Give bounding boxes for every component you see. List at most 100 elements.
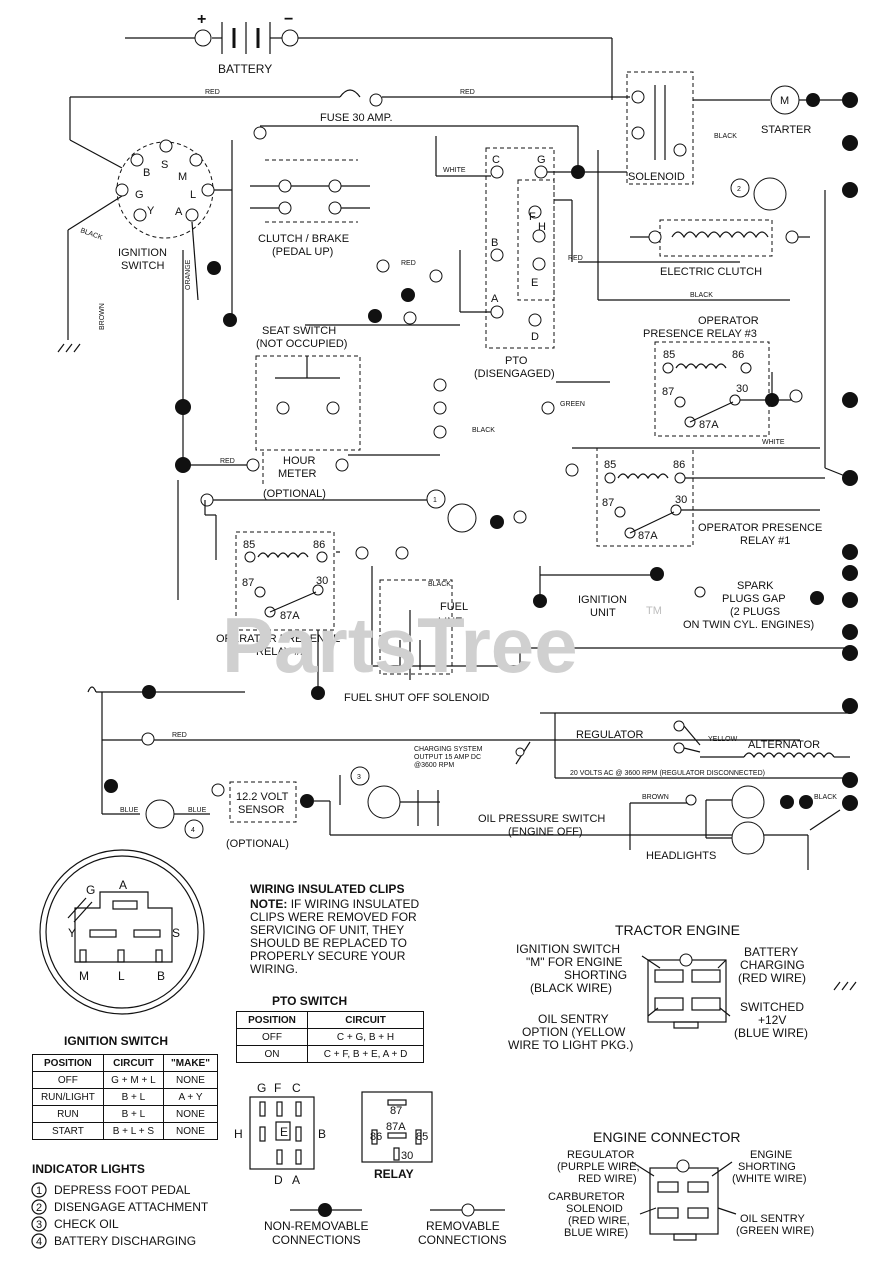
legend-removable-1: REMOVABLE xyxy=(426,1219,500,1233)
ign-letter-s: S xyxy=(161,159,168,171)
opr1-pin-85: 85 xyxy=(604,459,616,471)
ign-letter-m: M xyxy=(178,171,187,183)
spark-label-3: (2 PLUGS xyxy=(730,606,780,618)
cell: ON xyxy=(235,1045,309,1063)
ign-diag-a: A xyxy=(119,878,127,892)
wire-blue1: BLUE xyxy=(120,807,139,814)
alt-note: 20 VOLTS AC @ 3600 RPM (REGULATOR DISCON… xyxy=(570,770,765,777)
charging-note-3: @3600 RPM xyxy=(414,762,454,769)
wire-white2: WHITE xyxy=(762,439,785,446)
wire-red3: RED xyxy=(568,255,583,262)
te-oil-2: OPTION (YELLOW xyxy=(522,1025,626,1039)
indicator-item-1-num: 1 xyxy=(36,1185,42,1197)
clutch-label-1: CLUTCH / BRAKE xyxy=(258,233,349,245)
cell: RUN xyxy=(32,1105,104,1123)
charging-note-1: CHARGING SYSTEM xyxy=(414,746,483,753)
pto-pin-f: F xyxy=(274,1081,281,1095)
indicator-2-num: 2 xyxy=(737,186,741,193)
ign-diag-y: Y xyxy=(68,926,76,940)
ec-carb-4: BLUE WIRE) xyxy=(564,1227,628,1239)
ign-diag-s: S xyxy=(172,926,180,940)
opr2-pin-86: 86 xyxy=(313,539,325,551)
wire-red5: RED xyxy=(172,732,187,739)
te-batt-2: CHARGING xyxy=(740,958,805,972)
cell: G + M + L xyxy=(102,1071,165,1089)
right-edge-dots xyxy=(824,135,858,811)
indicator-3-num: 3 xyxy=(357,774,361,781)
cell: A + Y xyxy=(163,1088,218,1106)
cell: NONE xyxy=(163,1071,218,1089)
wire-black3: BLACK xyxy=(472,427,495,434)
te-oil-1: OIL SENTRY xyxy=(538,1012,609,1026)
opr1-label-2: RELAY #1 xyxy=(740,535,790,547)
tractor-engine-connector: TRACTOR ENGINE IGNITION SWITCH "M" FOR E… xyxy=(508,922,857,1052)
wire-red-top2: RED xyxy=(460,89,475,96)
indicator-item-3-text: CHECK OIL xyxy=(54,1217,119,1231)
watermark: PartsTree TM xyxy=(222,601,662,689)
battery: + − BATTERY xyxy=(125,11,613,100)
cell: C + G, B + H xyxy=(307,1028,424,1046)
connection-legend: NON-REMOVABLE CONNECTIONS REMOVABLE CONN… xyxy=(264,1203,507,1247)
indicator-title: INDICATOR LIGHTS xyxy=(32,1162,145,1176)
cell: C + F, B + E, A + D xyxy=(307,1045,424,1063)
pto-label-2: (DISENGAGED) xyxy=(474,368,555,380)
legend-nonremovable-1: NON-REMOVABLE xyxy=(264,1219,368,1233)
pto-switch: C G F H B E A D PTO (DISENGAGED) WHITE R… xyxy=(368,136,578,380)
wire-red4: RED xyxy=(220,458,235,465)
table-row: RUN/LIGHT B + L A + Y xyxy=(32,1088,218,1106)
table-row: ON C + F, B + E, A + D xyxy=(235,1045,424,1063)
ign-switch-diagram: G A Y S M L B xyxy=(39,849,205,1015)
ign-th-make: "MAKE" xyxy=(163,1054,218,1072)
opr3-label-1: OPERATOR xyxy=(698,315,759,327)
headlights-label: HEADLIGHTS xyxy=(646,850,716,862)
te-ign-1: IGNITION SWITCH xyxy=(516,942,620,956)
volt-sensor-label-3: (OPTIONAL) xyxy=(226,838,289,850)
pto-pin-b: B xyxy=(318,1127,326,1141)
ec-reg-1: REGULATOR xyxy=(567,1149,634,1161)
opr1-pin-86: 86 xyxy=(673,459,685,471)
indicator-lights: INDICATOR LIGHTS 1 DEPRESS FOOT PEDAL 2 … xyxy=(31,1162,209,1249)
fuel-line-label-1: FUEL xyxy=(440,601,468,613)
te-sw12-2: +12V xyxy=(758,1013,786,1027)
table-row: OFF G + M + L NONE xyxy=(32,1071,218,1089)
operator-presence-relay-1: 85 86 87 30 87A OPERATOR PRESENCE RELAY … xyxy=(565,439,825,547)
pto-letter-b: B xyxy=(491,237,498,249)
operator-presence-relay-2: 85 86 87 30 87A OPERATOR PRESENCE RELAY … xyxy=(177,480,409,700)
hour-meter-label-2: METER xyxy=(278,468,317,480)
spark-label-2: PLUGS GAP xyxy=(722,593,786,605)
te-oil-3: WIRE TO LIGHT PKG.) xyxy=(508,1038,633,1052)
pto-letter-d: D xyxy=(531,331,539,343)
fuel-line-label-2: LINE xyxy=(438,616,462,628)
ign-letter-a: A xyxy=(175,206,183,218)
cell: OFF xyxy=(235,1028,309,1046)
cell: NONE xyxy=(163,1122,218,1140)
wire-brown2: BROWN xyxy=(642,794,669,801)
pto-table-caption: PTO SWITCH xyxy=(272,994,348,1008)
pto-letter-g: G xyxy=(537,154,546,166)
hour-meter-label-1: HOUR xyxy=(283,455,315,467)
watermark-tm: TM xyxy=(646,605,662,617)
pto-letter-h: H xyxy=(538,221,546,233)
ign-letter-l: L xyxy=(190,189,196,201)
oil-headlights: OIL PRESSURE SWITCH (ENGINE OFF) BROWN B… xyxy=(478,785,841,862)
engine-connector-title: ENGINE CONNECTOR xyxy=(593,1129,741,1145)
ec-oil-1: OIL SENTRY xyxy=(740,1213,805,1225)
indicator-item-2-text: DISENGAGE ATTACHMENT xyxy=(54,1200,209,1214)
te-sw12-3: (BLUE WIRE) xyxy=(734,1026,808,1040)
pto-pin-h: H xyxy=(234,1127,243,1141)
indicator-item-2-num: 2 xyxy=(36,1202,42,1214)
ign-letter-g: G xyxy=(135,189,144,201)
table-row: RUN B + L NONE xyxy=(32,1105,218,1123)
seat-switch-label-2: (NOT OCCUPIED) xyxy=(256,338,347,350)
ign-unit-label-2: UNIT xyxy=(590,607,616,619)
pto-pin-g: G xyxy=(257,1081,266,1095)
indicator-item-4-num: 4 xyxy=(36,1236,42,1248)
oil-pressure-label-2: (ENGINE OFF) xyxy=(508,826,583,838)
wire-black2: BLACK xyxy=(690,292,713,299)
indicator-item-4-text: BATTERY DISCHARGING xyxy=(54,1234,196,1248)
fuel-shutoff-solenoid: BLACK FUEL LINE FUEL SHUT OFF SOLENOID xyxy=(344,566,521,704)
pto-pin-c: C xyxy=(292,1081,301,1095)
pto-table: POSITION CIRCUIT OFF C + G, B + H ON C +… xyxy=(235,1011,424,1063)
solenoid-label: SOLENOID xyxy=(628,171,685,183)
wire-black-sol: BLACK xyxy=(714,133,737,140)
